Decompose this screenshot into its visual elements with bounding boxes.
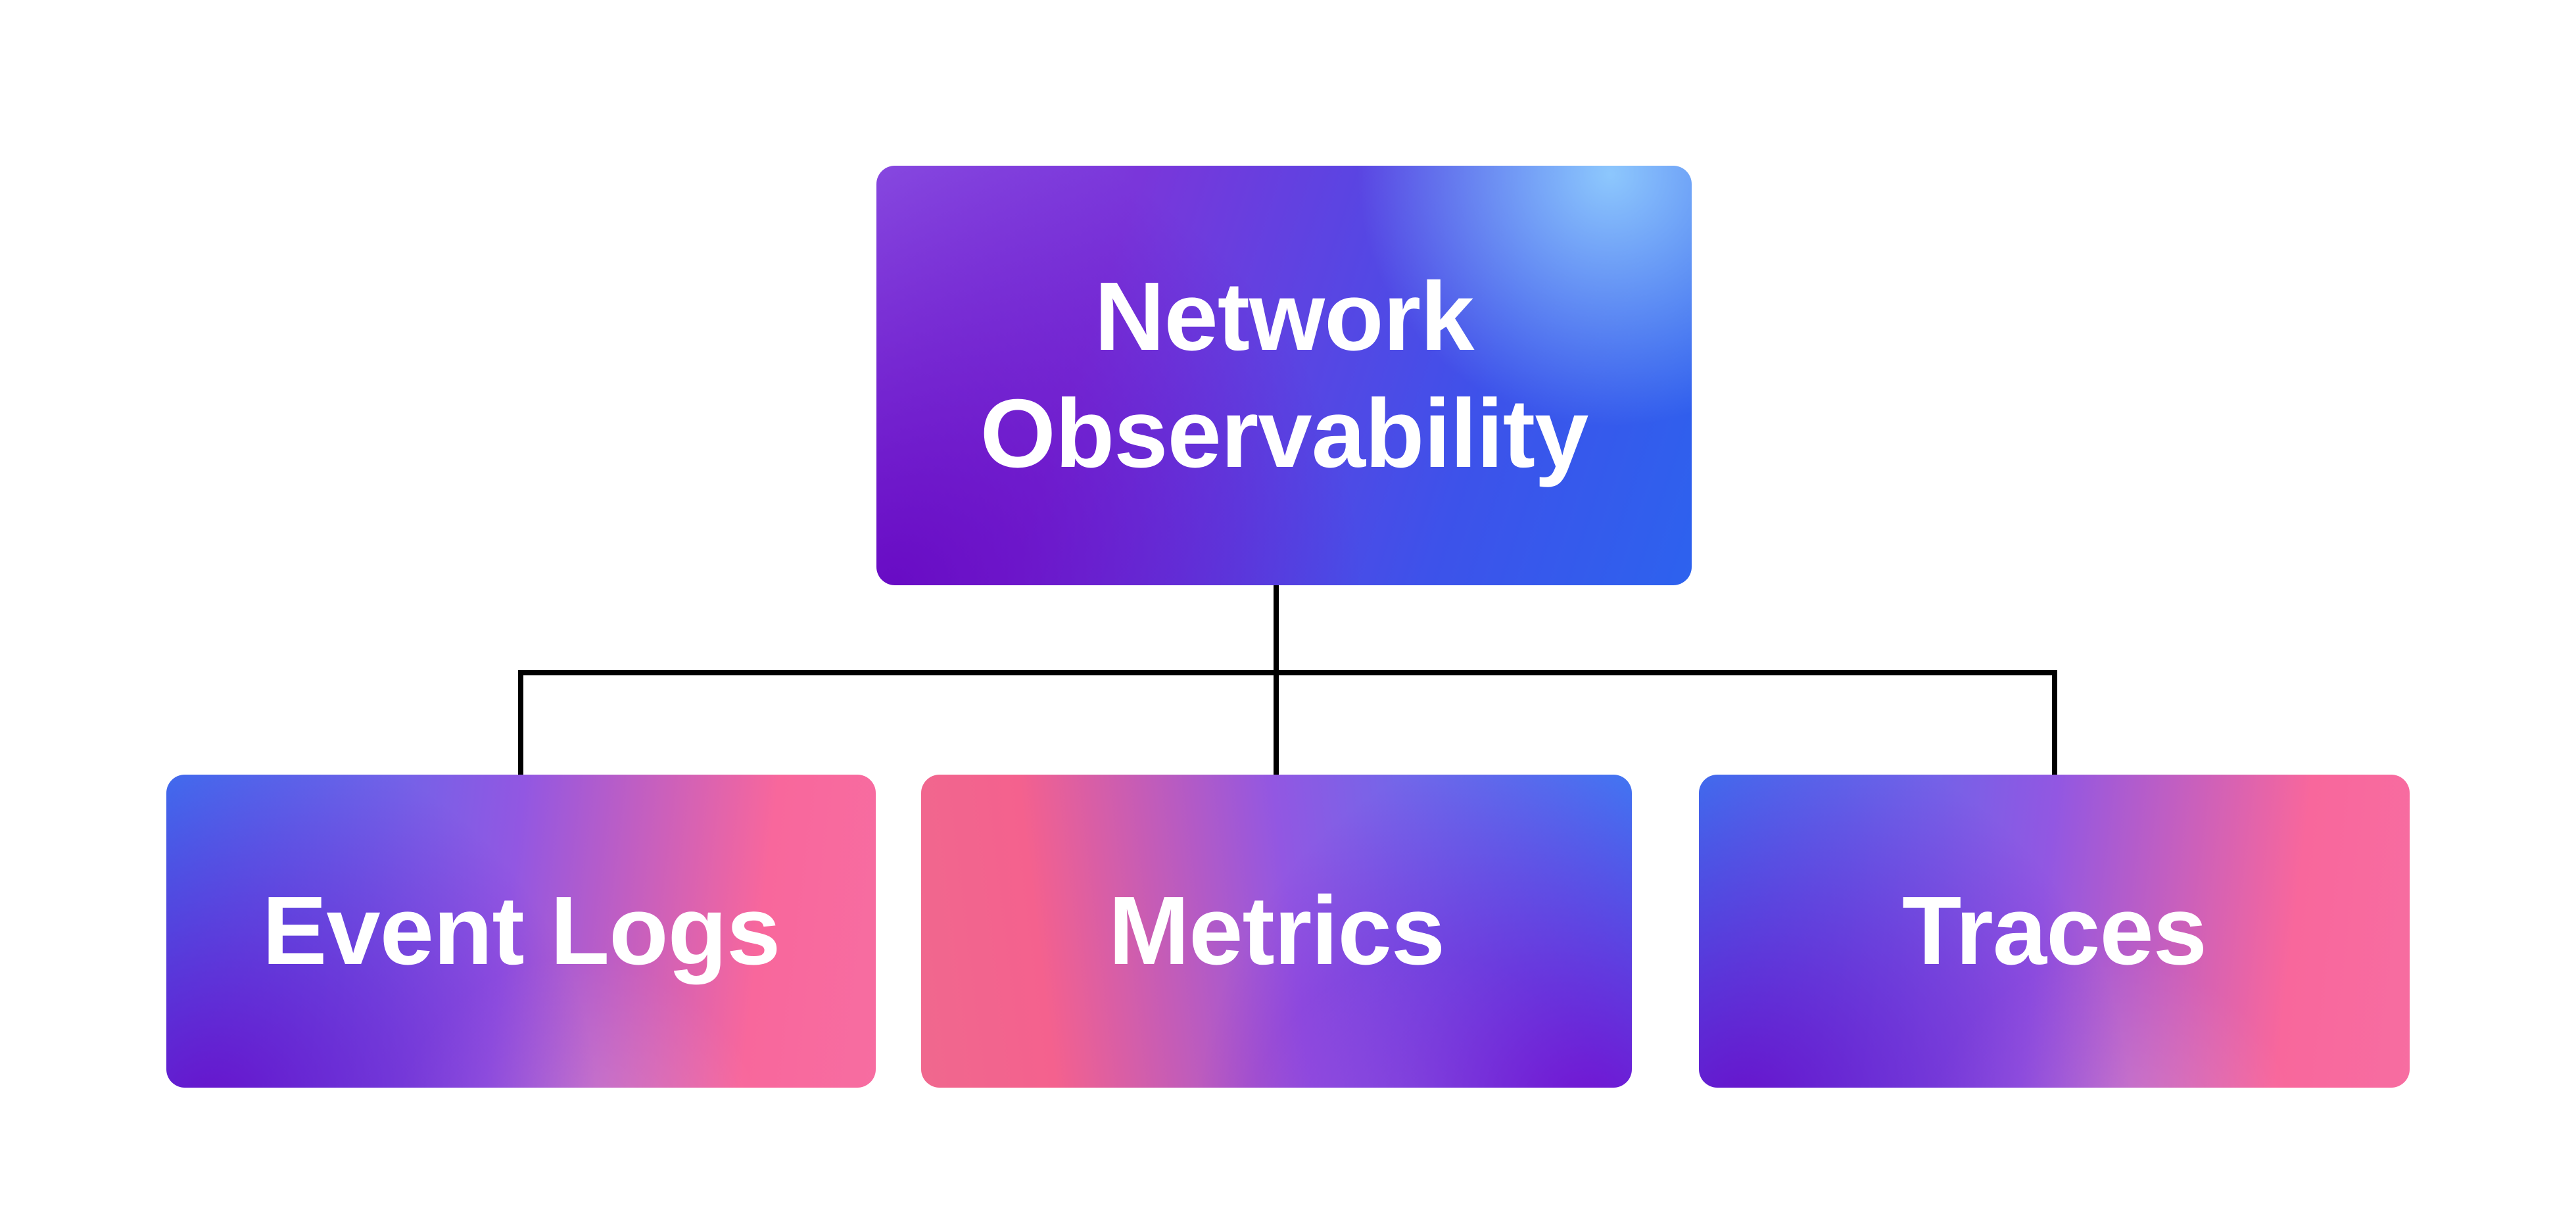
node-network-observability: Network Observability (876, 166, 1692, 585)
node-metrics-label: Metrics (1108, 877, 1445, 986)
connector-drop-traces (2052, 670, 2057, 775)
connector-drop-metrics (1274, 670, 1279, 775)
connector-drop-event-logs (518, 670, 523, 775)
node-event-logs: Event Logs (166, 775, 876, 1088)
connector-horizontal-rail (518, 670, 2057, 675)
node-event-logs-label: Event Logs (262, 877, 781, 986)
node-traces: Traces (1699, 775, 2410, 1088)
node-traces-label: Traces (1901, 877, 2207, 986)
connector-root-stem (1274, 585, 1279, 675)
node-metrics: Metrics (921, 775, 1632, 1088)
node-network-observability-label: Network Observability (980, 262, 1589, 488)
